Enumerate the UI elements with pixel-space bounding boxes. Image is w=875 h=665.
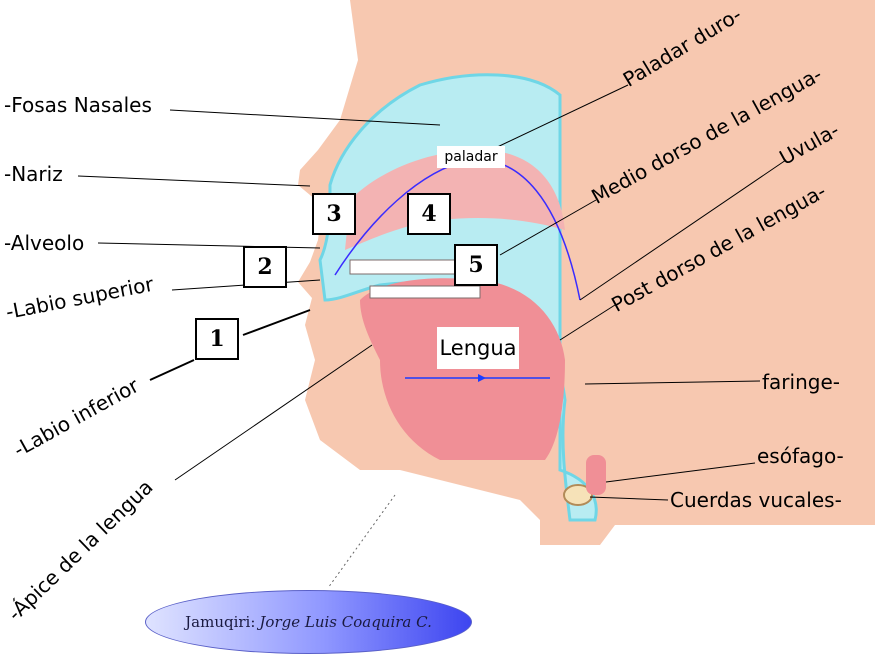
- number-box-5: 5: [454, 244, 498, 286]
- number-box-3: 3: [312, 193, 356, 235]
- leader-esofago: [605, 462, 756, 483]
- leader-faringe: [584, 380, 761, 385]
- label-faringe: faringe-: [762, 370, 840, 394]
- label-paladar: paladar: [437, 146, 505, 168]
- label-nariz: -Nariz: [4, 162, 63, 186]
- credit-dots: [327, 494, 396, 589]
- palate-region: [345, 150, 565, 250]
- vocal-cords: [563, 484, 593, 506]
- label-cuerdas-vucales: Cuerdas vucales-: [670, 488, 842, 512]
- label-esofago: esófago-: [757, 444, 844, 468]
- label-alveolo: -Alveolo: [4, 231, 85, 255]
- leader-labio-inf: [149, 359, 195, 381]
- credit-author: Jorge Luis Coaquira C.: [259, 613, 432, 631]
- label-fosas-nasales: -Fosas Nasales: [4, 93, 152, 117]
- tongue: [360, 278, 565, 460]
- lower-teeth: [369, 285, 481, 299]
- label-paladar-text: paladar: [444, 149, 498, 165]
- credit-badge: Jamuqiri: Jorge Luis Coaquira C.: [145, 590, 472, 654]
- leader-nariz: [77, 175, 311, 187]
- number-box-2: 2: [243, 246, 287, 288]
- leader-fosas: [169, 109, 441, 126]
- number-box-1: 1: [195, 318, 239, 360]
- leader-apice: [174, 344, 373, 481]
- leader-cuerdas: [589, 496, 669, 501]
- esophagus: [586, 455, 606, 495]
- upper-teeth: [349, 259, 471, 275]
- leader-post: [559, 304, 616, 341]
- label-lengua: Lengua: [437, 327, 519, 369]
- tongue-arrow-head: [478, 374, 486, 382]
- credit-prefix: Jamuqiri:: [185, 613, 256, 631]
- leader-uvula: [579, 159, 787, 301]
- leader-box1: [242, 309, 311, 336]
- number-box-4: 4: [407, 193, 451, 235]
- leader-medio: [499, 199, 597, 256]
- label-lengua-text: Lengua: [439, 336, 517, 360]
